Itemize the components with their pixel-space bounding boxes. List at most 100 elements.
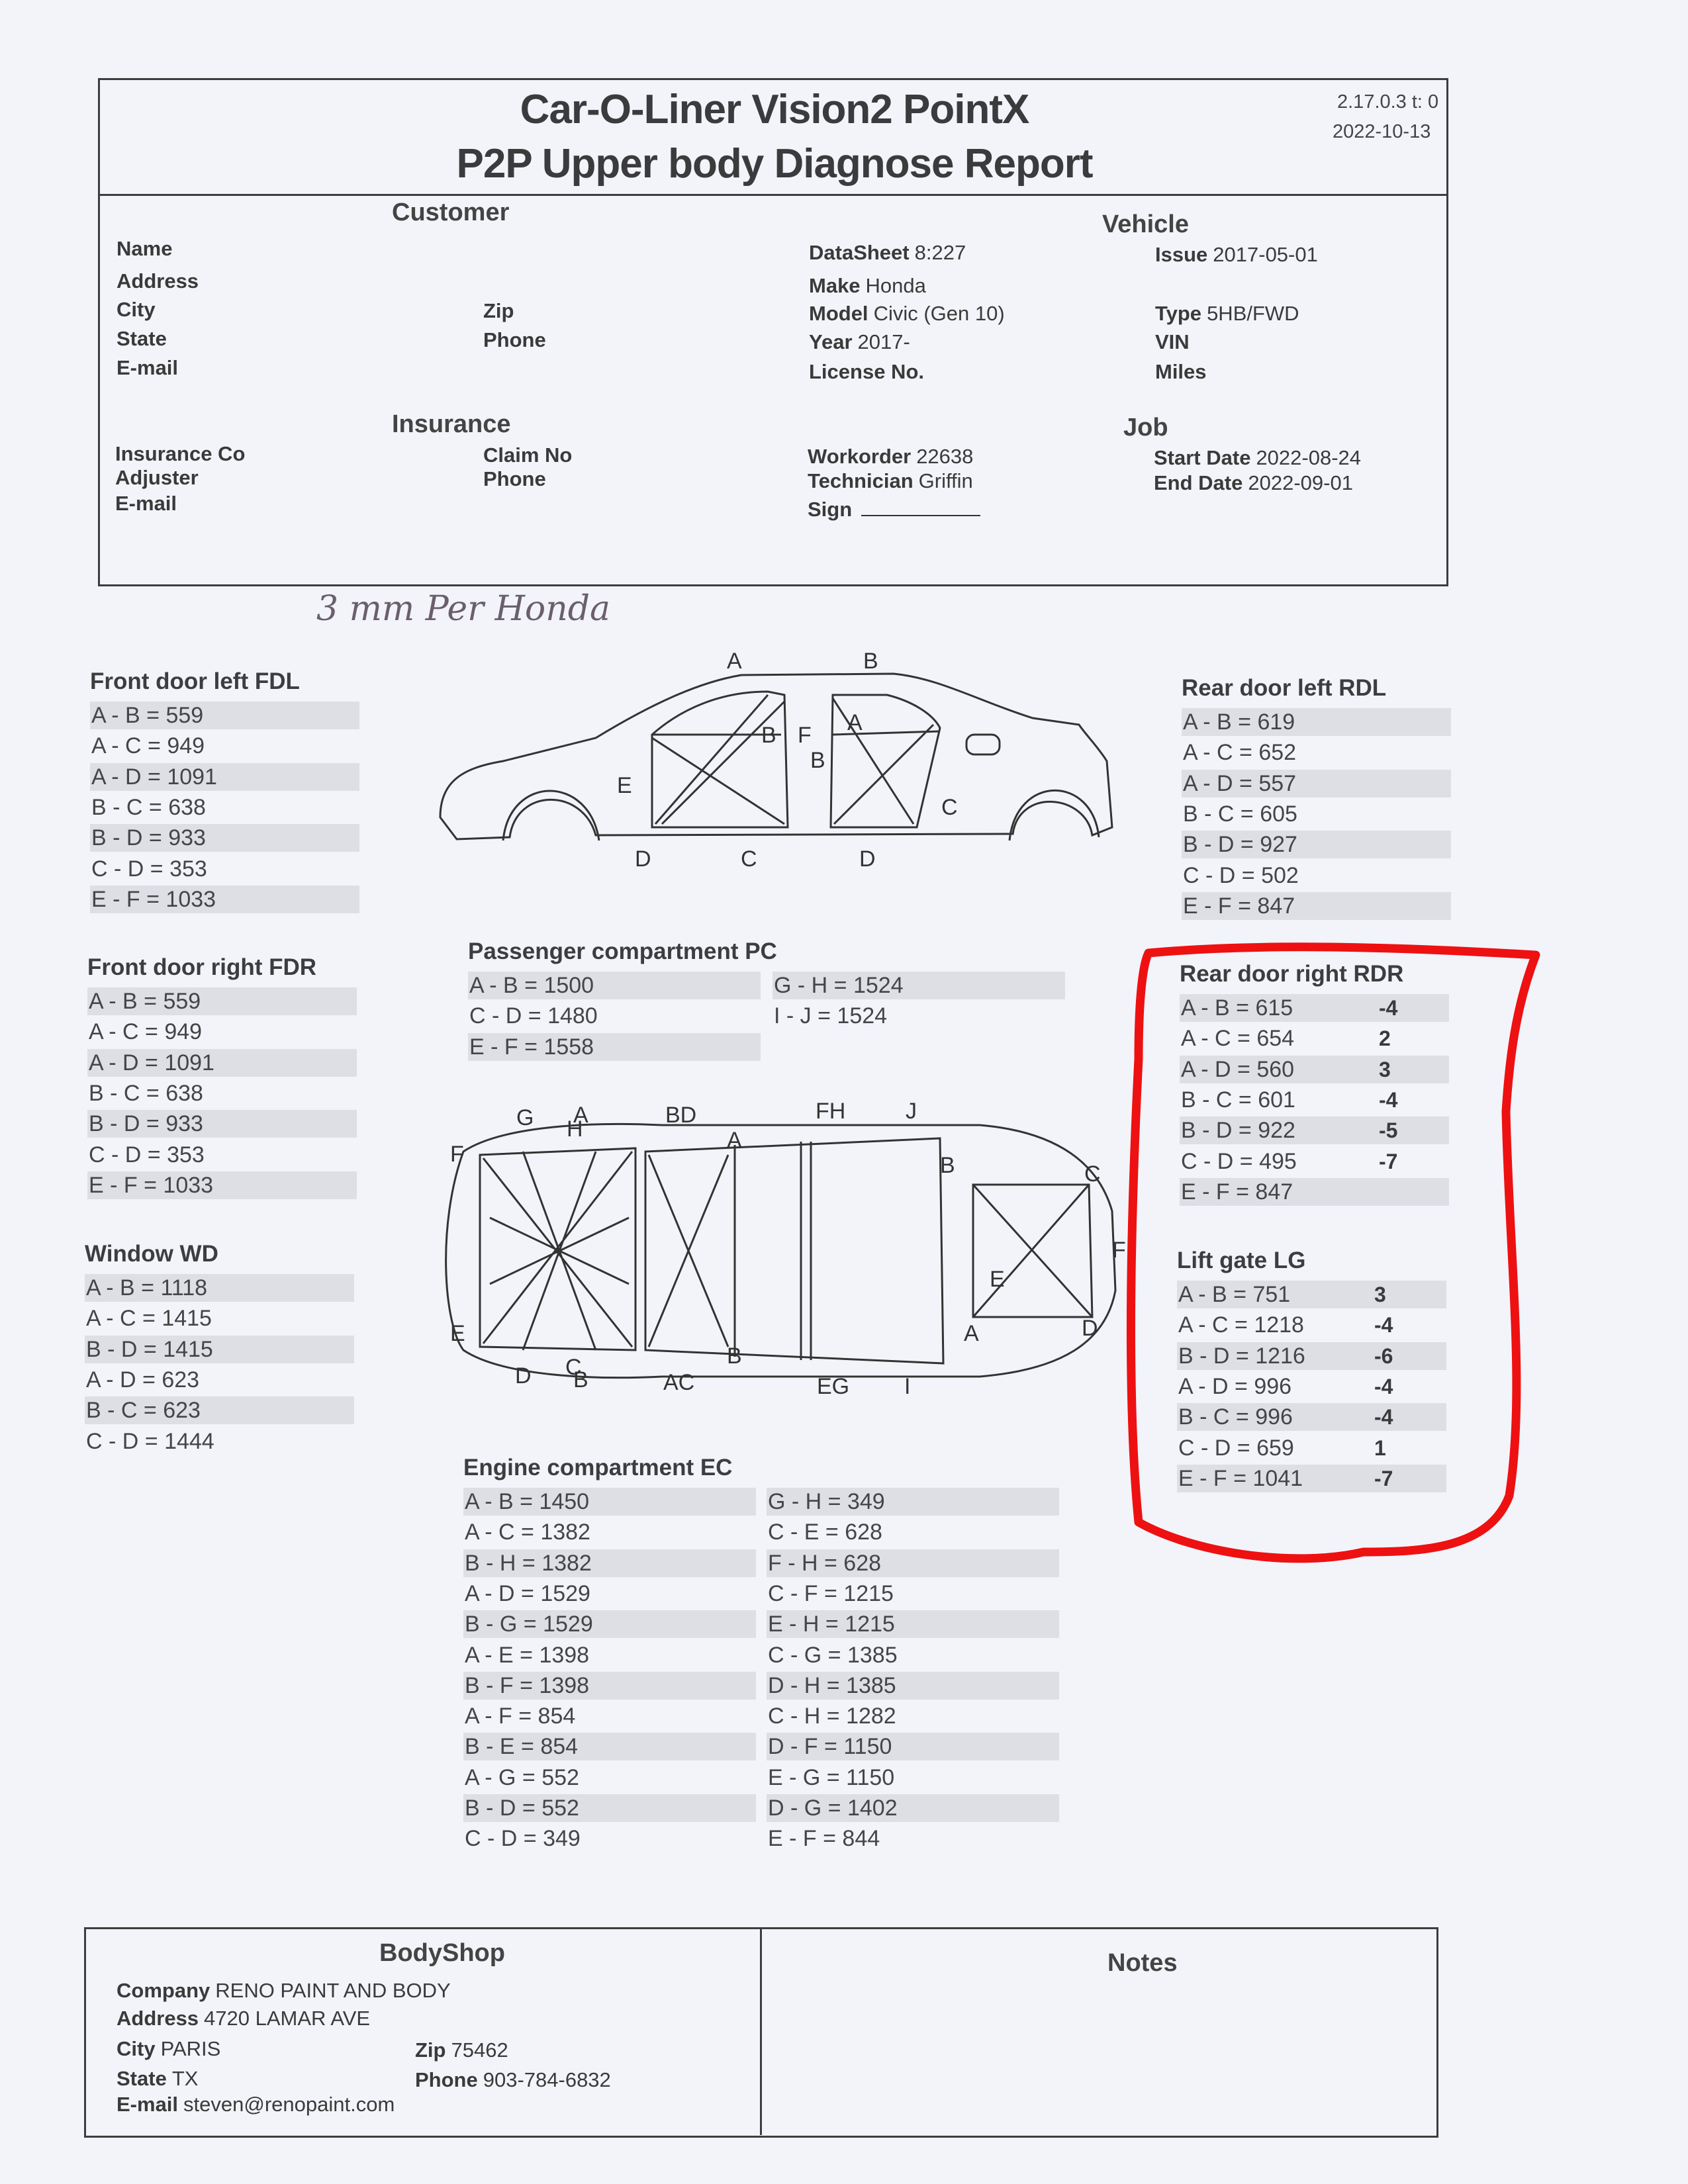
issue-value: 2017-05-01 <box>1213 243 1318 266</box>
engine-compartment-diagonals <box>482 1151 633 1351</box>
sign-label: Sign <box>808 498 853 521</box>
year-label: Year <box>809 330 853 353</box>
insurance-phone-label: Phone <box>483 467 546 490</box>
rear-door-outline <box>829 694 941 829</box>
pc-table-title: Passenger compartment PC <box>468 938 777 964</box>
wd-measurement-row: B - D = 1415 <box>85 1335 354 1363</box>
rdl-measurement-row: A - C = 652 <box>1183 740 1297 766</box>
wd-measurement-row: A - B = 1118 <box>85 1274 354 1302</box>
year-value: 2017- <box>857 330 910 353</box>
bodyshop-zip-label: Zip <box>415 2038 446 2062</box>
rdr-deviation-value: -7 <box>1379 1149 1398 1173</box>
lg-measurement-row: A - C = 1218 <box>1178 1312 1304 1338</box>
bodyshop-notes-divider <box>760 1929 762 2135</box>
front-door-outline <box>651 690 789 829</box>
ec-measurement-row: C - E = 628 <box>768 1520 882 1545</box>
wd-measurement-row: A - C = 1415 <box>86 1306 212 1332</box>
lg-measurement-row: B - D = 1216 <box>1177 1342 1446 1370</box>
rdr-table-title: Rear door right RDR <box>1180 961 1404 987</box>
handwritten-note: 3 mm Per Honda <box>316 589 611 629</box>
diagram-point-label: G <box>516 1105 534 1130</box>
diagram-point-label: EG <box>817 1374 849 1399</box>
bodyshop-city-label: City <box>117 2037 156 2060</box>
wd-measurement-row: B - C = 623 <box>85 1396 354 1425</box>
pc-measurement-row: C - D = 1480 <box>469 1003 598 1029</box>
model-label: Model <box>809 302 868 325</box>
diagram-point-label: B <box>863 649 878 674</box>
customer-state-label: State <box>117 327 167 350</box>
customer-heading: Customer <box>392 199 510 226</box>
passenger-compartment-outline <box>644 1137 945 1365</box>
diagram-point-label: C <box>565 1355 582 1380</box>
fdl-measurement-row: C - D = 353 <box>91 856 207 882</box>
workorder-value: 22638 <box>916 445 974 468</box>
diagram-point-label: C <box>941 795 958 820</box>
issue-label: Issue <box>1155 243 1208 266</box>
customer-phone-label: Phone <box>483 328 546 351</box>
diagram-point-label: A <box>573 1103 588 1128</box>
pc-measurement-row: I - J = 1524 <box>774 1003 888 1029</box>
side-mirror <box>965 733 1001 756</box>
ec-measurement-row: C - H = 1282 <box>768 1704 896 1729</box>
lg-measurement-row: A - D = 996 <box>1178 1373 1292 1399</box>
ec-measurement-row: C - F = 1215 <box>768 1580 894 1606</box>
diagram-point-label: A <box>727 649 742 674</box>
car-top-body-outline <box>445 1122 1117 1379</box>
engine-compartment-outline <box>479 1147 637 1351</box>
fdr-measurement-row: E - F = 1033 <box>87 1171 357 1199</box>
car-side-front-wheel-arch <box>502 790 600 841</box>
lg-deviation-value: -6 <box>1374 1343 1393 1368</box>
diagram-point-label: E <box>617 773 632 798</box>
ec-measurement-row: F - H = 628 <box>767 1549 1059 1577</box>
job-sign: Sign <box>808 498 981 522</box>
insurance-email-label: E-mail <box>115 492 177 515</box>
ec-measurement-row: A - D = 1529 <box>465 1580 590 1606</box>
red-highlight-outline <box>1126 942 1540 1563</box>
ec-measurement-row: A - E = 1398 <box>465 1642 590 1668</box>
bodyshop-address-value: 4720 LAMAR AVE <box>204 2007 371 2030</box>
diagram-point-label: I <box>904 1374 910 1399</box>
ec-table-title: Engine compartment EC <box>463 1455 733 1480</box>
diagram-point-label: C <box>741 846 757 872</box>
bodyshop-email-label: E-mail <box>117 2093 179 2116</box>
rdl-measurement-row: B - D = 927 <box>1182 831 1451 859</box>
front-door-diagonals <box>651 694 786 825</box>
diagram-point-label: AC <box>663 1370 694 1395</box>
rdl-measurement-row: A - B = 619 <box>1182 708 1451 736</box>
notes-heading: Notes <box>1107 1949 1178 1977</box>
license-label: License No. <box>809 360 924 383</box>
rdl-measurement-row: C - D = 502 <box>1183 862 1299 888</box>
vehicle-heading: Vehicle <box>1102 210 1189 238</box>
lg-measurement-row: C - D = 659 <box>1178 1435 1294 1461</box>
rdl-measurement-row: E - F = 847 <box>1182 891 1451 920</box>
customer-name-label: Name <box>117 237 173 260</box>
company-value: RENO PAINT AND BODY <box>215 1979 451 2002</box>
ec-measurement-row: D - G = 1402 <box>767 1794 1059 1822</box>
insurance-company-label: Insurance Co <box>115 442 246 465</box>
technician-label: Technician <box>808 469 914 492</box>
report-subtitle: P2P Upper body Diagnose Report <box>456 141 1093 187</box>
diagram-point-label: B <box>810 748 825 773</box>
company-label: Company <box>117 1979 211 2002</box>
lg-measurement-row: A - B = 751 <box>1177 1281 1446 1308</box>
lg-deviation-value: -4 <box>1374 1405 1393 1430</box>
adjuster-label: Adjuster <box>115 466 199 489</box>
end-date-label: End Date <box>1154 471 1243 494</box>
pc-measurement-row: E - F = 1558 <box>468 1032 761 1061</box>
ec-measurement-row: A - F = 854 <box>465 1704 576 1729</box>
rdr-measurement-row: C - D = 495 <box>1181 1148 1297 1174</box>
make-value: Honda <box>865 274 926 297</box>
fdl-measurement-row: E - F = 1033 <box>90 885 359 913</box>
car-side-body-outline <box>439 672 1113 841</box>
ec-measurement-row: B - D = 552 <box>463 1794 756 1822</box>
